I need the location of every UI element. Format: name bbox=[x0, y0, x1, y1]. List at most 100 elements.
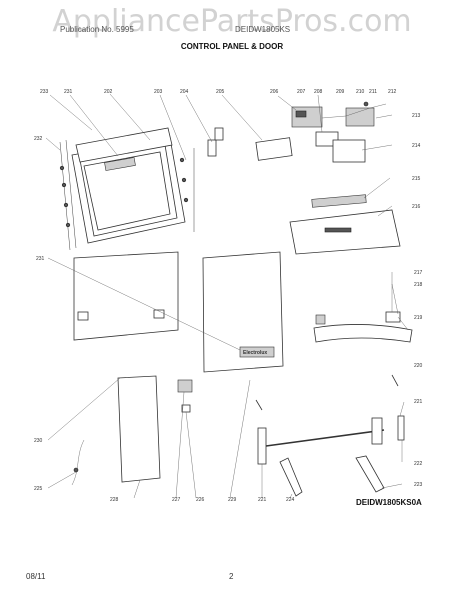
leader bbox=[185, 94, 213, 143]
part-label: 227 bbox=[172, 497, 181, 503]
leader bbox=[363, 177, 391, 199]
wire bbox=[321, 103, 387, 119]
leader bbox=[185, 411, 197, 499]
insulation-panel bbox=[117, 375, 161, 483]
wiring-cover bbox=[332, 139, 366, 163]
part-label: 217 bbox=[414, 270, 423, 276]
part-label: 221 bbox=[414, 399, 423, 405]
screw bbox=[179, 157, 185, 163]
relay bbox=[315, 131, 339, 147]
part-label: 207 bbox=[297, 89, 306, 95]
handle-cap bbox=[315, 314, 326, 325]
leader bbox=[69, 94, 119, 157]
leader bbox=[221, 94, 263, 141]
part-label: 218 bbox=[414, 282, 423, 288]
part-label: 210 bbox=[356, 89, 365, 95]
brand-plate-text: Electrolux bbox=[243, 350, 267, 356]
part-label: 223 bbox=[414, 482, 423, 488]
part-label: 220 bbox=[414, 363, 423, 369]
leader bbox=[317, 94, 323, 133]
handle-insert bbox=[385, 311, 401, 323]
part-label: 214 bbox=[412, 143, 421, 149]
bracket bbox=[207, 139, 217, 157]
clip bbox=[77, 311, 89, 321]
leader bbox=[109, 93, 151, 141]
leader bbox=[289, 493, 293, 499]
part-label: 209 bbox=[336, 89, 345, 95]
clip bbox=[153, 309, 165, 319]
lower-door-parts bbox=[71, 374, 405, 497]
hinge-arm-left bbox=[279, 457, 303, 497]
door-trim-left bbox=[59, 141, 71, 251]
leader bbox=[391, 283, 399, 315]
hinge-bracket bbox=[371, 417, 383, 445]
part-label: 222 bbox=[414, 461, 423, 467]
leader bbox=[175, 391, 185, 499]
hinge-arm-right bbox=[355, 455, 385, 493]
model-code: DEIDW1805KS0A bbox=[356, 498, 422, 507]
part-label: 231 bbox=[36, 256, 45, 262]
part-label: 225 bbox=[34, 486, 43, 492]
leader bbox=[361, 144, 393, 151]
detergent-dispenser bbox=[104, 157, 136, 171]
inner-door-tub bbox=[83, 151, 171, 231]
leader bbox=[49, 94, 93, 131]
pin bbox=[255, 399, 263, 411]
page-title: CONTROL PANEL & DOOR bbox=[180, 42, 284, 51]
leader bbox=[277, 95, 297, 111]
pin bbox=[391, 374, 399, 387]
part-label: 216 bbox=[412, 204, 421, 210]
header-model: DEIDW1805KS bbox=[235, 25, 291, 34]
footer-page-number: 2 bbox=[229, 572, 234, 581]
watermark: AppliancePartsPros.com bbox=[52, 4, 412, 39]
bracket bbox=[214, 127, 224, 141]
leader bbox=[45, 137, 61, 151]
part-label: 224 bbox=[286, 497, 295, 503]
part-label: 228 bbox=[110, 497, 119, 503]
leader bbox=[159, 94, 187, 161]
part-label: 233 bbox=[40, 89, 49, 95]
leader bbox=[397, 316, 409, 331]
leader bbox=[375, 114, 393, 119]
part-label: 219 bbox=[414, 315, 423, 321]
part-label: 232 bbox=[34, 136, 43, 142]
part-label: 230 bbox=[34, 438, 43, 444]
control-panel-assembly bbox=[59, 127, 224, 251]
door-side-left bbox=[65, 139, 77, 249]
leader bbox=[133, 479, 141, 499]
part-label: 215 bbox=[412, 176, 421, 182]
latch-strike bbox=[181, 404, 191, 413]
door-latch bbox=[177, 379, 193, 393]
part-label: 221 bbox=[258, 497, 267, 503]
footer-date: 08/11 bbox=[26, 572, 46, 581]
part-label: 202 bbox=[104, 89, 113, 95]
leader bbox=[399, 401, 405, 417]
door-handle bbox=[313, 324, 413, 343]
electronics-assembly bbox=[255, 101, 401, 255]
outer-door-panel bbox=[73, 251, 179, 341]
part-number-labels: 233 231 202 203 204 205 206 207 208 209 … bbox=[34, 89, 423, 503]
part-label: 229 bbox=[228, 497, 237, 503]
part-label: 205 bbox=[216, 89, 225, 95]
console-slot bbox=[324, 227, 352, 233]
screw bbox=[61, 182, 67, 188]
part-label: 231 bbox=[64, 89, 73, 95]
wire-harness bbox=[71, 439, 85, 486]
keypad bbox=[311, 194, 367, 208]
leader bbox=[47, 257, 241, 351]
leader-lines bbox=[45, 93, 409, 499]
leader bbox=[47, 377, 121, 441]
control-board-cover bbox=[255, 137, 293, 161]
part-label: 206 bbox=[270, 89, 279, 95]
leader bbox=[229, 379, 251, 499]
part-label: 208 bbox=[314, 89, 323, 95]
part-label: 226 bbox=[196, 497, 205, 503]
part-label: 211 bbox=[369, 89, 377, 95]
screw bbox=[183, 197, 189, 203]
harness-connector bbox=[73, 467, 79, 473]
part-label: 203 bbox=[154, 89, 163, 95]
publication-number: Publication No. 5995 bbox=[60, 25, 134, 34]
screw bbox=[65, 222, 71, 228]
screw bbox=[59, 165, 65, 171]
